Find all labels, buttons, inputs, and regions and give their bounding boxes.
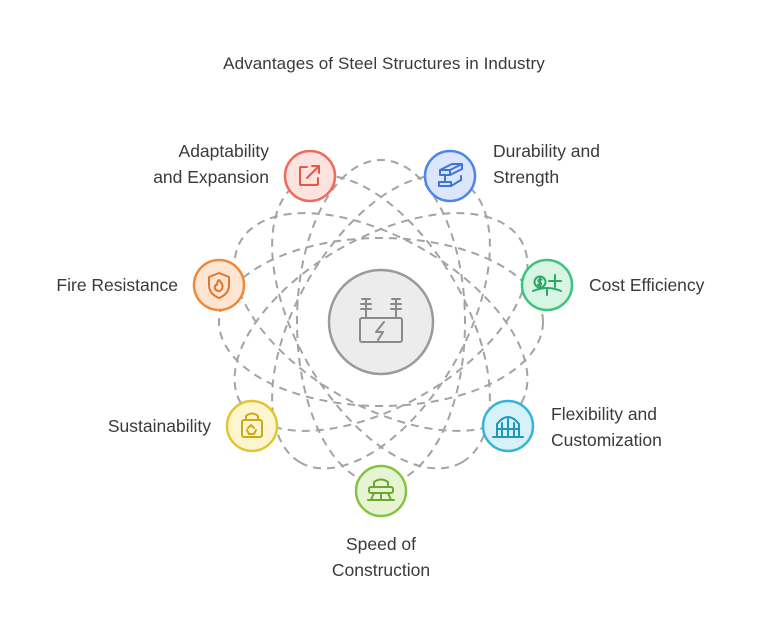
node-circle	[520, 258, 574, 312]
node-durability	[423, 149, 477, 203]
fire-shield-icon	[208, 272, 230, 299]
center-circle	[327, 268, 435, 376]
crane-icon	[367, 478, 395, 501]
recycle-bag-icon	[241, 412, 263, 438]
label-line: Customization	[551, 430, 662, 450]
node-fire	[192, 258, 246, 312]
label-line: Fire Resistance	[56, 275, 178, 295]
label-cost: Cost Efficiency	[589, 272, 704, 298]
label-line: Adaptability	[178, 141, 269, 161]
diagram-title: Advantages of Steel Structures in Indust…	[223, 54, 545, 73]
label-fire: Fire Resistance	[56, 272, 178, 298]
label-line: Construction	[331, 560, 431, 580]
orbit-ellipse	[218, 237, 544, 407]
external-link-icon	[299, 165, 320, 186]
orbit-ellipse	[233, 212, 529, 432]
center-node	[327, 268, 435, 376]
node-adaptability	[283, 149, 337, 203]
money-scale-icon	[532, 274, 562, 296]
power-substation-icon	[359, 298, 403, 343]
label-adaptability: Adaptability and Expansion	[153, 138, 269, 190]
node-circle	[354, 464, 408, 518]
label-flexibility: Flexibility and Customization	[551, 401, 662, 453]
label-durability: Durability and Strength	[493, 138, 600, 190]
node-circle	[192, 258, 246, 312]
label-line: Durability and	[493, 141, 600, 161]
node-sustainability	[225, 399, 279, 453]
node-cost	[520, 258, 574, 312]
label-speed: Speed of Construction	[281, 531, 481, 583]
node-flexibility	[481, 399, 535, 453]
label-line: Strength	[493, 167, 560, 187]
label-line: Flexibility and	[551, 404, 658, 424]
node-speed	[354, 464, 408, 518]
label-line: Cost Efficiency	[589, 275, 705, 295]
building-icon	[492, 416, 524, 438]
steel-beam-icon	[438, 163, 463, 187]
label-sustainability: Sustainability	[108, 413, 211, 439]
label-line: and Expansion	[153, 167, 269, 187]
label-line: Speed of	[345, 534, 417, 554]
label-line: Sustainability	[107, 416, 211, 436]
